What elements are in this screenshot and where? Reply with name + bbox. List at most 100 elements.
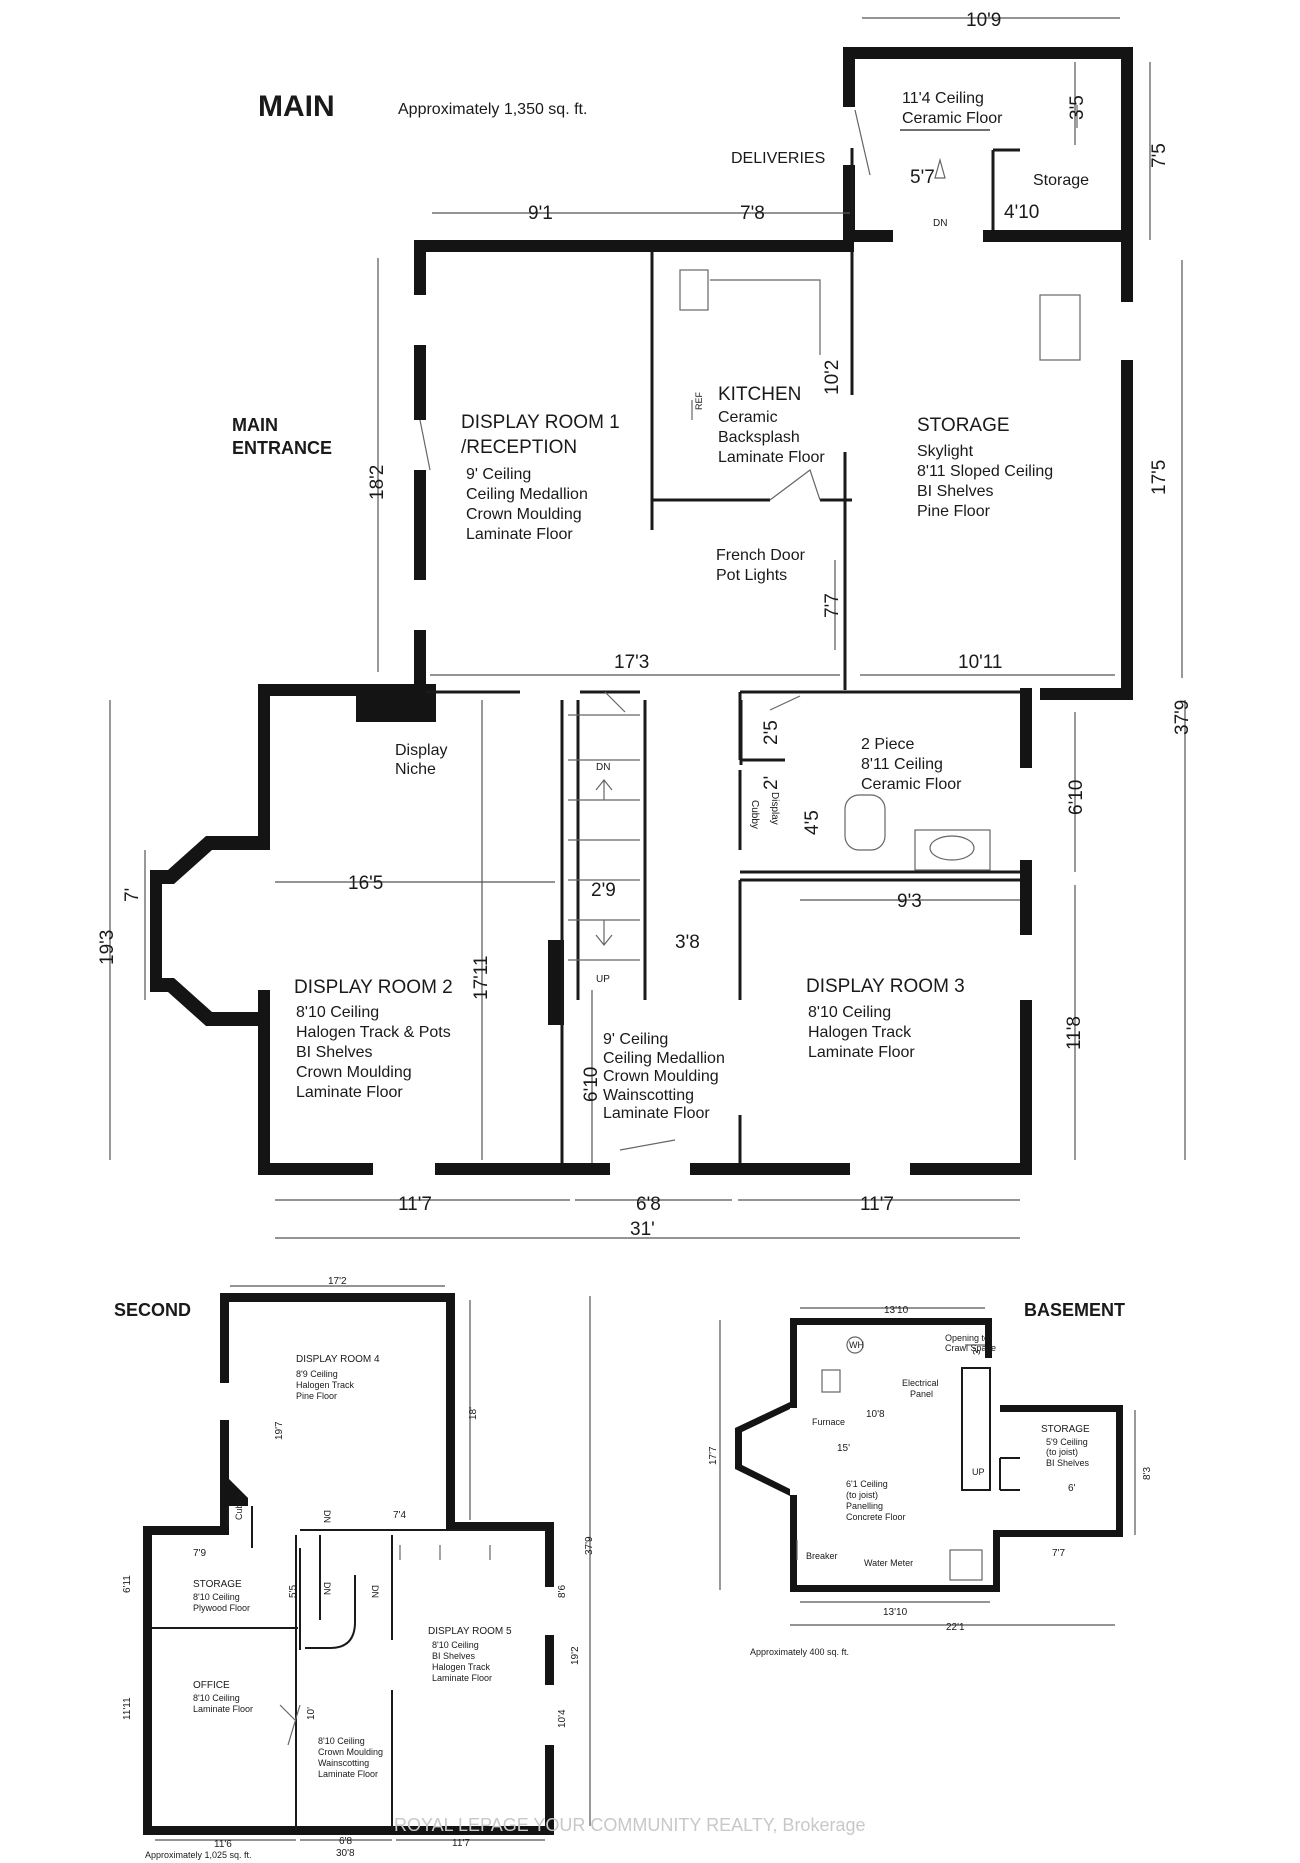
dim-37-9: 37'9 <box>1172 700 1193 735</box>
main-title: MAIN <box>258 90 335 123</box>
storage-line-1: Skylight <box>917 443 974 460</box>
basement-dim-15: 15' <box>837 1443 850 1454</box>
second-storage-title: STORAGE <box>193 1579 242 1590</box>
main-interior-lines <box>426 129 1020 1163</box>
display-room-1-moulding: Crown Moulding <box>466 506 582 523</box>
second-dn-1: DN <box>322 1510 332 1523</box>
second-dim-8-6: 8'6 <box>557 1585 568 1598</box>
dim-3-8: 3'8 <box>675 932 700 953</box>
basement-floor: BASEMENT Approximately 400 sq. ft. <box>708 1300 1153 1657</box>
foyer-line-1: 9' Ceiling <box>603 1031 668 1048</box>
second-hall-line-3: Wainscotting <box>318 1758 369 1768</box>
watermark: ROYAL LEPAGE YOUR COMMUNITY REALTY, Brok… <box>394 1815 865 1835</box>
main-dim-lines <box>109 17 1186 1239</box>
main-entrance-label-1: MAIN <box>232 415 278 435</box>
basement-dim-8-3: 8'3 <box>1142 1467 1153 1480</box>
display-room-4-line-3: Pine Floor <box>296 1391 337 1401</box>
basement-dim-labels: 13'10 3' 10'8 15' 17'7 8'3 6' 7'7 13'10 … <box>708 1305 1153 1633</box>
second-dim-37-9: 37'9 <box>584 1536 595 1555</box>
dim-2: 2' <box>761 776 782 790</box>
opening-crawl-2: Crawl Space <box>945 1343 996 1353</box>
electrical-panel-2: Panel <box>910 1389 933 1399</box>
dim-19-3: 19'3 <box>97 930 118 965</box>
display-cubby-2: Cubby <box>749 800 760 829</box>
second-hall-line-4: Laminate Floor <box>318 1769 378 1779</box>
storage-line-4: Pine Floor <box>917 503 991 520</box>
second-dim-11-7: 11'7 <box>452 1838 470 1849</box>
display-room-3-title: DISPLAY ROOM 3 <box>806 976 965 997</box>
two-piece-floor: Ceramic Floor <box>861 776 962 793</box>
basement-dim-lines <box>719 1307 1136 1626</box>
basement-dim-22-1: 22'1 <box>946 1622 965 1633</box>
second-area: Approximately 1,025 sq. ft. <box>145 1850 252 1860</box>
basement-dim-13-10-bottom: 13'10 <box>883 1607 908 1618</box>
second-interior <box>152 1506 545 1830</box>
two-piece-title: 2 Piece <box>861 736 914 753</box>
dim-17-5: 17'5 <box>1149 460 1170 495</box>
second-dim-11-11: 11'11 <box>122 1697 133 1720</box>
basement-interior <box>796 1336 1020 1581</box>
second-floor: SECOND Approximately 1,025 sq. ft. <box>114 1276 595 1860</box>
second-dn-2: DN <box>322 1582 332 1595</box>
second-storage-line-1: 8'10 Ceiling <box>193 1592 240 1602</box>
basement-main-line-1: 6'1 Ceiling <box>846 1479 888 1489</box>
main-area: Approximately 1,350 sq. ft. <box>398 101 587 118</box>
kitchen-line-1: Ceramic <box>718 409 778 426</box>
hall-french-door: French Door <box>716 547 806 564</box>
display-room-5-line-2: BI Shelves <box>432 1651 476 1661</box>
second-walls <box>143 1293 554 1835</box>
electrical-panel-1: Electrical <box>902 1378 939 1388</box>
main-floor: MAIN Approximately 1,350 sq. ft. <box>97 10 1193 1240</box>
display-room-5-title: DISPLAY ROOM 5 <box>428 1626 512 1637</box>
second-dim-30-8: 30'8 <box>336 1848 355 1859</box>
dim-6-10: 6'10 <box>581 1067 602 1102</box>
dim-11-8: 11'8 <box>1064 1016 1085 1050</box>
display-room-2-line-4: Crown Moulding <box>296 1064 412 1081</box>
dim-9-3: 9'3 <box>897 891 922 912</box>
vestibule-ceiling: 11'4 Ceiling <box>902 90 984 107</box>
ref-label: REF <box>694 391 704 410</box>
dim-7-7: 7'7 <box>822 593 843 618</box>
basement-storage-line-1: 5'9 Ceiling <box>1046 1437 1088 1447</box>
basement-dim-7-7: 7'7 <box>1052 1548 1065 1559</box>
display-room-1-ceiling: 9' Ceiling <box>466 466 531 483</box>
second-dim-7-9: 7'9 <box>193 1548 206 1559</box>
dim-3-5: 3'5 <box>1067 95 1088 120</box>
second-dim-labels: 17'2 19'7 18' 7'4 7'9 6'11 5'5 37'9 8'6 … <box>122 1276 595 1859</box>
basement-main-line-4: Concrete Floor <box>846 1512 906 1522</box>
second-title: SECOND <box>114 1300 191 1320</box>
water-heater-label: WH <box>849 1340 864 1350</box>
foyer-line-2: Ceiling Medallion <box>603 1050 725 1067</box>
kitchen-line-3: Laminate Floor <box>718 449 825 466</box>
office-title: OFFICE <box>193 1680 230 1691</box>
dim-7: 7' <box>122 888 143 902</box>
foyer-line-5: Laminate Floor <box>603 1105 710 1122</box>
basement-storage-title: STORAGE <box>1041 1424 1090 1435</box>
dim-18-2: 18'2 <box>367 465 388 500</box>
display-niche-1: Display <box>395 742 447 759</box>
kitchen-line-2: Backsplash <box>718 429 800 446</box>
second-dim-6-11: 6'11 <box>122 1575 133 1593</box>
dim-5-7: 5'7 <box>910 167 935 188</box>
second-dim-18: 18' <box>468 1407 479 1420</box>
dim-10-9: 10'9 <box>966 10 1001 31</box>
vestibule-floor: Ceramic Floor <box>902 110 1003 127</box>
display-room-5-line-4: Laminate Floor <box>432 1673 492 1683</box>
storage-line-2: 8'11 Sloped Ceiling <box>917 463 1053 480</box>
dim-4-10: 4'10 <box>1004 202 1039 223</box>
main-dim-labels: 10'9 3'5 7'5 5'7 4'10 9'1 7'8 10'2 18'2 … <box>97 10 1193 1240</box>
water-meter-label: Water Meter <box>864 1558 913 1568</box>
dim-17-3: 17'3 <box>614 652 649 673</box>
basement-storage-line-3: BI Shelves <box>1046 1458 1090 1468</box>
second-dim-10: 10' <box>306 1707 317 1720</box>
display-room-2-title: DISPLAY ROOM 2 <box>294 977 453 998</box>
main-fixtures <box>419 105 1081 1151</box>
display-room-5-line-1: 8'10 Ceiling <box>432 1640 479 1650</box>
display-room-1-title: DISPLAY ROOM 1 <box>461 412 620 433</box>
second-dim-5-5: 5'5 <box>288 1585 299 1598</box>
office-line-2: Laminate Floor <box>193 1704 253 1714</box>
basement-dim-3: 3' <box>972 1347 983 1355</box>
basement-main-line-2: (to joist) <box>846 1490 878 1500</box>
display-room-4-title: DISPLAY ROOM 4 <box>296 1354 380 1365</box>
